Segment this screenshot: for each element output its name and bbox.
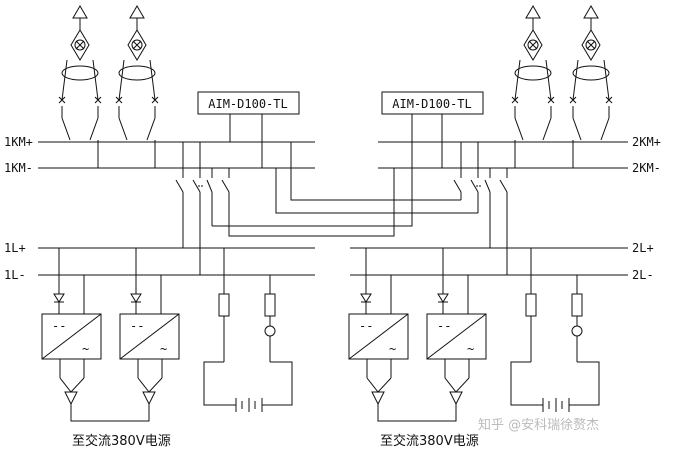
bus-label-2km-plus: 2KM+ (632, 135, 661, 149)
battery-branch-left (203, 248, 293, 412)
switch-marks-top (58, 96, 613, 104)
monitor-box-right: AIM-D100-TL (381, 91, 484, 115)
bus-label-1l-minus: 1L- (4, 268, 26, 282)
dc-symbol: -- (130, 319, 144, 333)
ac-symbol: ~ (160, 342, 167, 356)
km-buses (38, 141, 628, 169)
bus-label-2km-minus: 2KM- (632, 161, 661, 175)
dc-symbol: -- (437, 319, 451, 333)
ac-feed-right (377, 408, 457, 422)
battery-branch-right (510, 248, 600, 412)
monitor-label-right: AIM-D100-TL (392, 97, 471, 111)
monitor-label-left: AIM-D100-TL (208, 97, 287, 111)
ac-source-label-left: 至交流380V电源 (72, 433, 171, 449)
ac-symbol: ~ (82, 342, 89, 356)
insulator-symbol-left-1 (61, 5, 99, 101)
dc-symbol: -- (52, 319, 66, 333)
switch-drops-left (61, 106, 156, 168)
insulator-symbol-right-1 (514, 5, 552, 101)
bus-label-1km-minus: 1KM- (4, 161, 33, 175)
ac-symbol: ~ (467, 342, 474, 356)
ac-symbol: ~ (389, 342, 396, 356)
changeover-switch-left (175, 142, 230, 275)
insulator-symbol-right-2 (572, 5, 610, 101)
rectifier-module-left-2: -- ~ (119, 248, 180, 408)
cross-tie-wiring (212, 142, 478, 237)
bus-label-2l-plus: 2L+ (632, 241, 654, 255)
bus-label-1km-plus: 1KM+ (4, 135, 33, 149)
bus-label-1l-plus: 1L+ (4, 241, 26, 255)
rectifier-module-right-1: -- ~ (348, 248, 409, 408)
monitor-box-left: AIM-D100-TL (197, 91, 300, 115)
watermark: 知乎 @安科瑞徐赘杰 (478, 417, 599, 433)
changeover-switch-right (453, 142, 508, 275)
dc-symbol: -- (359, 319, 373, 333)
ac-source-label-right: 至交流380V电源 (380, 433, 479, 449)
insulator-symbol-left-2 (118, 5, 156, 101)
switch-drops-right (514, 106, 610, 168)
ac-feed-left (70, 408, 150, 422)
bus-label-2l-minus: 2L- (632, 268, 654, 282)
rectifier-module-left-1: -- ~ (41, 248, 102, 408)
rectifier-module-right-2: -- ~ (426, 248, 487, 408)
l-buses (38, 247, 628, 276)
monitor-wiring (229, 114, 443, 168)
